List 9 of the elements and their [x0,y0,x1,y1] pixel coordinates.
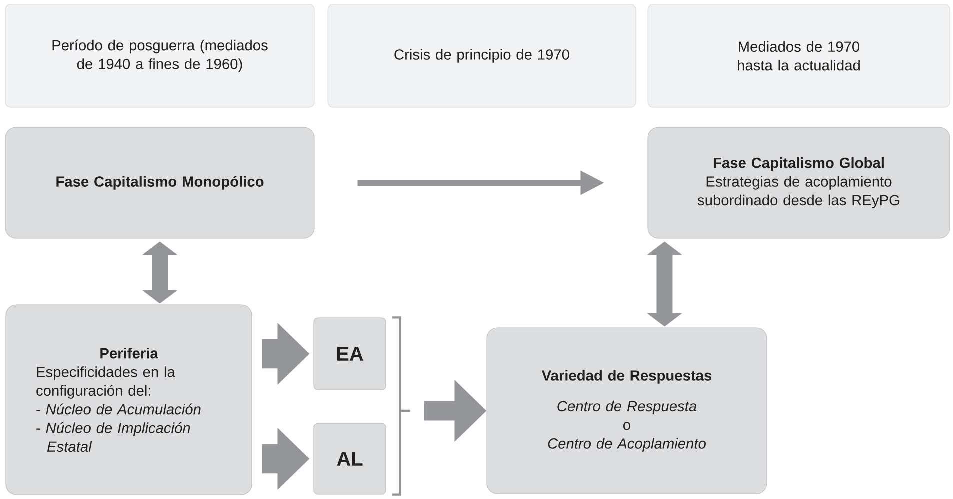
region-box: EA [314,318,386,390]
phase-box: Fase Capitalismo Monopólico [5,127,315,239]
region-box: AL [314,423,386,495]
header-box: Mediados de 1970 hasta la actualidad [648,4,950,108]
periphery-box: Periferia Especificidades en la configuración del: - Núcleo de Acumulación - Núcleo de Implicación Estatal [6,304,252,496]
header-box: Período de posguerra (mediados de 1940 a fines de 1960) [5,4,315,108]
header-box: Crisis de principio de 1970 [328,4,636,108]
phase-box: Fase Capitalismo Global Estrategias de acoplamiento subordinado desde las REyPG [648,127,950,239]
response-box: Variedad de Respuestas Centro de Respuesta o Centro de Acoplamiento [486,328,768,494]
